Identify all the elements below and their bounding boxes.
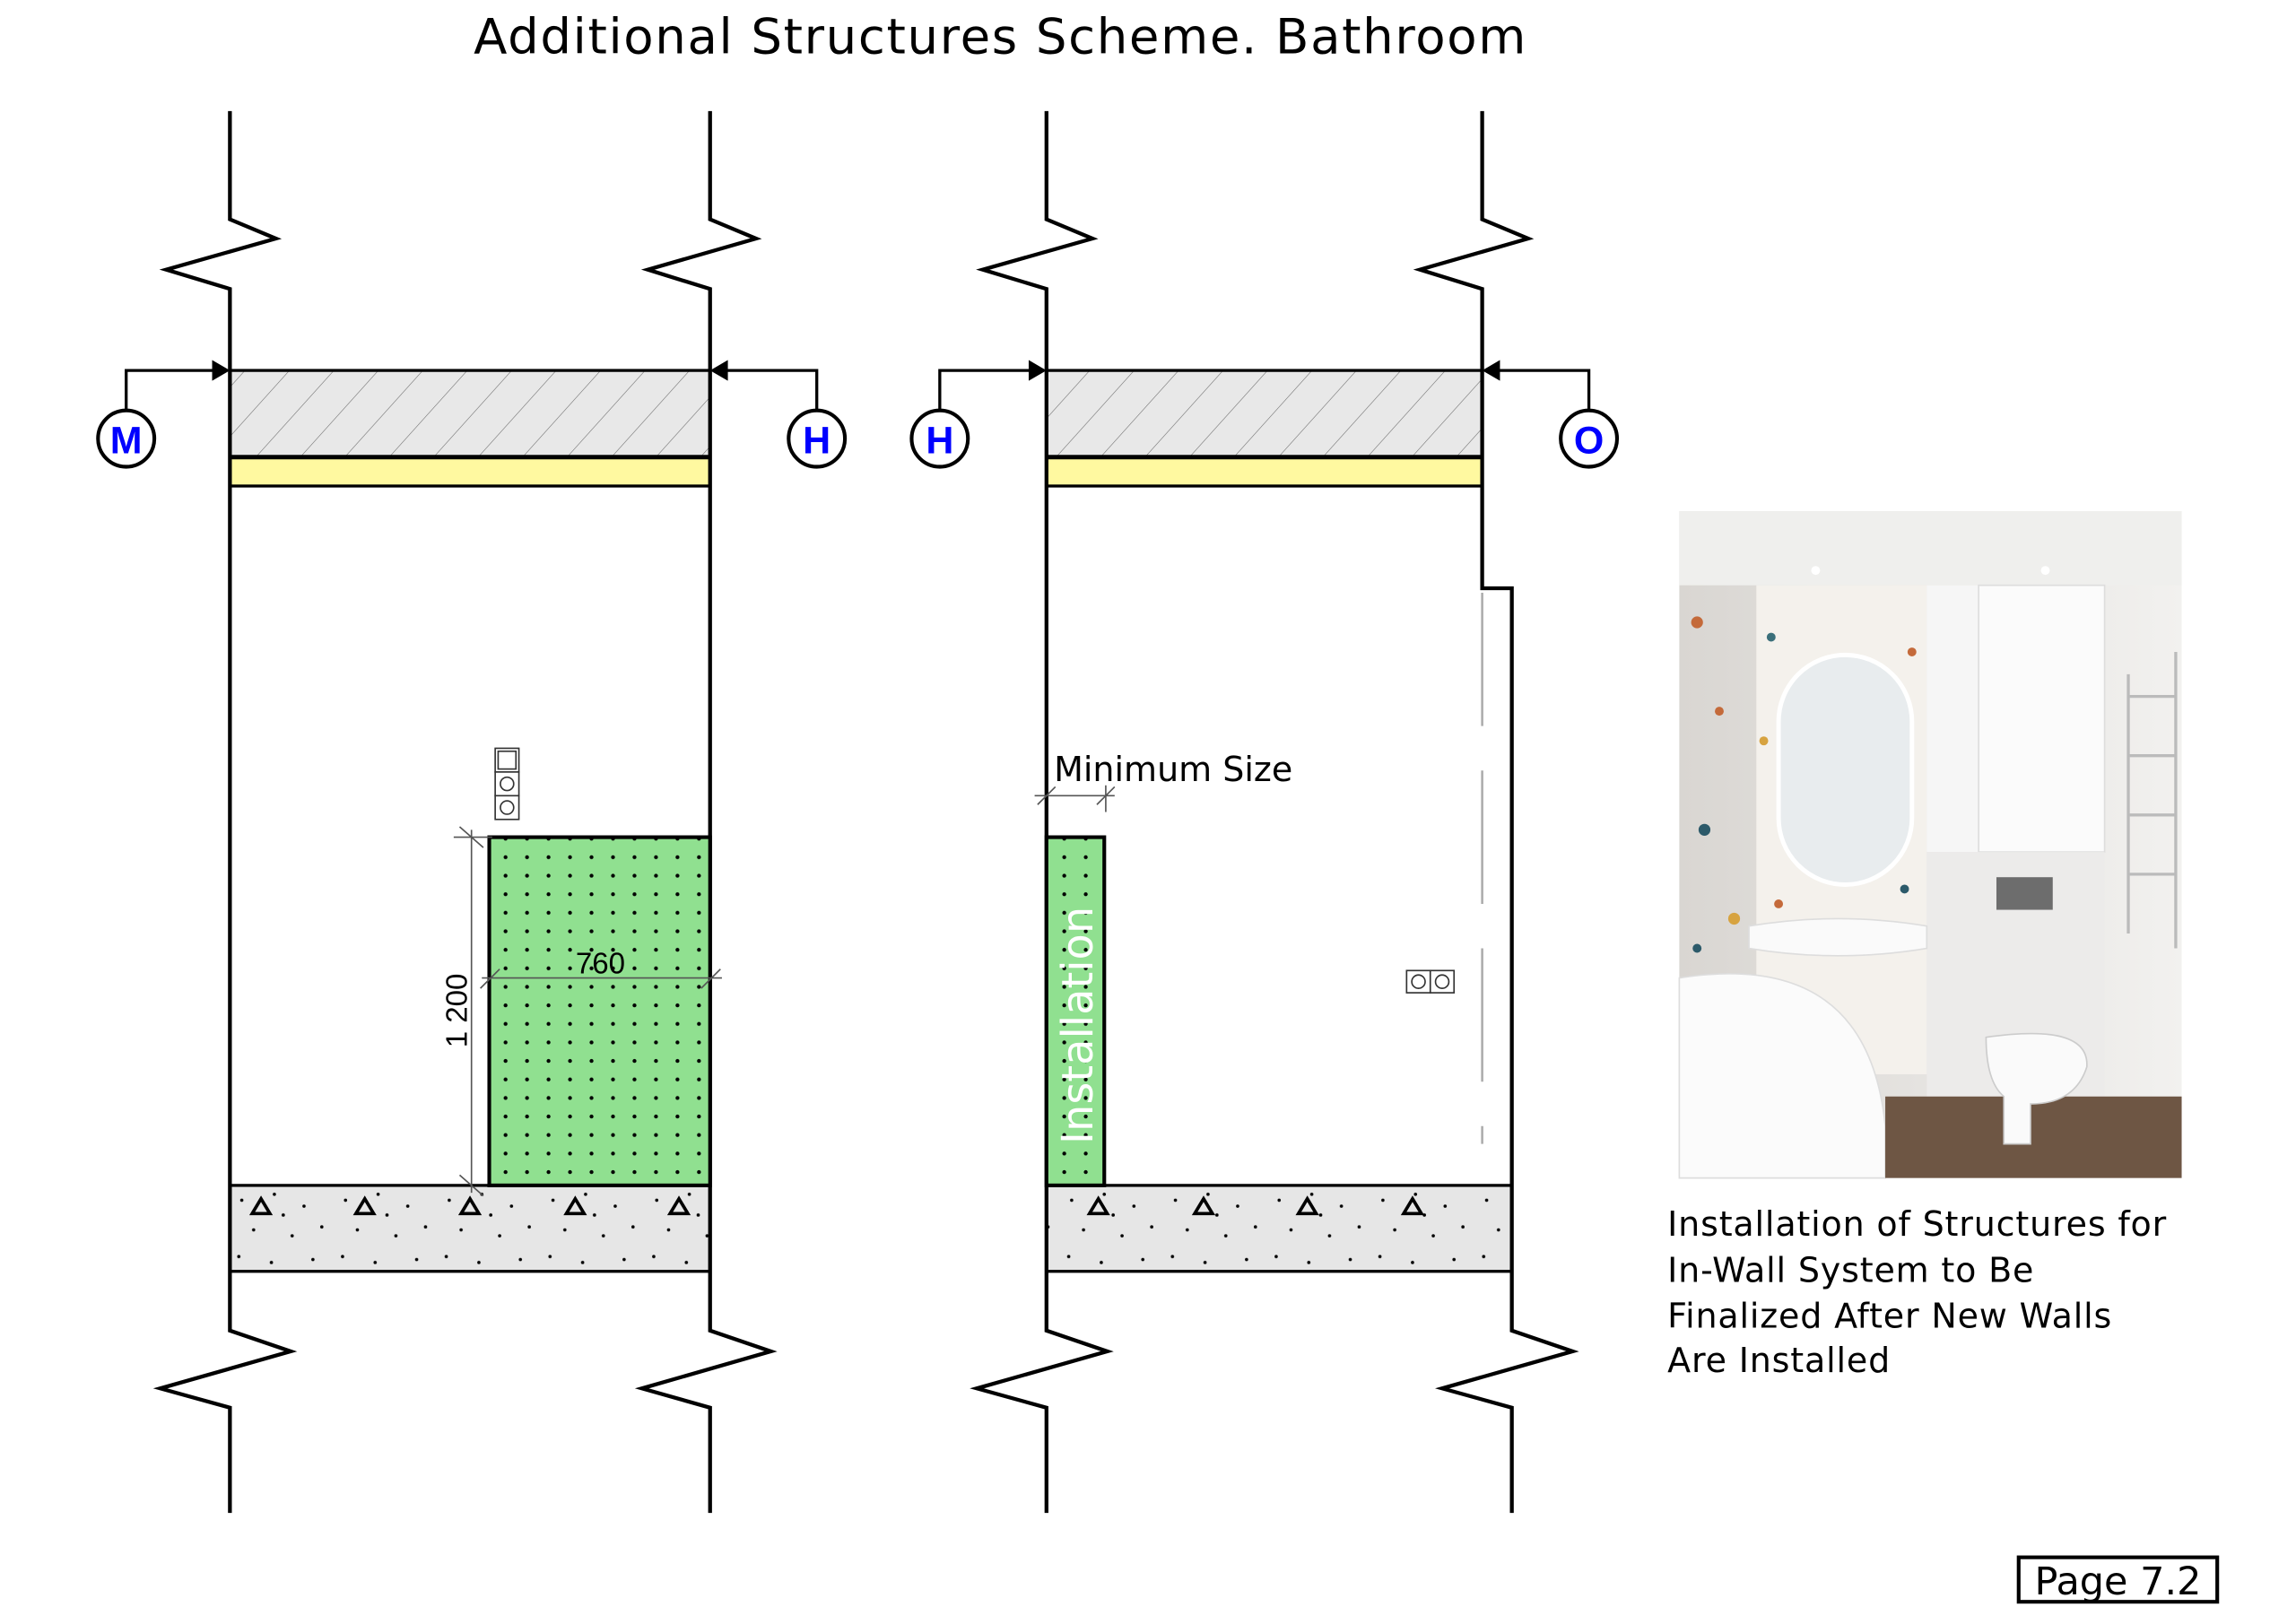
section-marker-o: O — [1482, 360, 1620, 469]
finish-layer — [1045, 456, 1484, 488]
section-marker-h: H — [909, 360, 1047, 469]
dimension-height: 1 200 — [441, 826, 492, 1197]
wall-right — [634, 110, 778, 1514]
svg-text:In-Wall System to Be: In-Wall System to Be — [1667, 1250, 2034, 1290]
dimension-width: 760 — [480, 948, 722, 989]
left-section: 1 200 760 M H — [96, 110, 848, 1514]
svg-text:760: 760 — [576, 948, 625, 981]
wall-left — [970, 110, 1114, 1514]
right-section: Installation Minimum Size H O — [909, 110, 1620, 1514]
section-marker-h: H — [709, 360, 848, 469]
dimension-minimum: Minimum Size — [1034, 750, 1292, 812]
floor-triangles — [248, 1195, 691, 1216]
svg-text:Are Installed: Are Installed — [1667, 1341, 1891, 1380]
svg-text:O: O — [1574, 420, 1604, 463]
svg-text:M: M — [110, 420, 143, 463]
finish-layer — [228, 456, 712, 488]
page-title: Additional Structures Scheme. Bathroom — [474, 7, 1527, 65]
svg-text:Finalized After New Walls: Finalized After New Walls — [1667, 1297, 2112, 1336]
installation-label: Installation — [1054, 907, 1103, 1144]
svg-text:H: H — [926, 420, 953, 463]
svg-text:Installation of Structures for: Installation of Structures for — [1667, 1204, 2167, 1244]
caption: Installation of Structures for In-Wall S… — [1667, 1204, 2167, 1380]
socket-double-icon — [1405, 969, 1456, 994]
wall-left — [152, 110, 298, 1514]
svg-text:Page 7.2: Page 7.2 — [2035, 1559, 2202, 1604]
floor-triangles — [1086, 1195, 1425, 1216]
svg-text:Minimum Size: Minimum Size — [1054, 750, 1292, 789]
svg-text:H: H — [803, 420, 831, 463]
wall-right — [1413, 110, 1579, 1514]
socket-block-icon — [494, 747, 520, 821]
bathroom-render-image — [1678, 511, 2182, 1179]
page-number-box: Page 7.2 — [2016, 1555, 2220, 1604]
section-marker-m: M — [96, 360, 230, 469]
svg-text:1 200: 1 200 — [441, 974, 474, 1048]
